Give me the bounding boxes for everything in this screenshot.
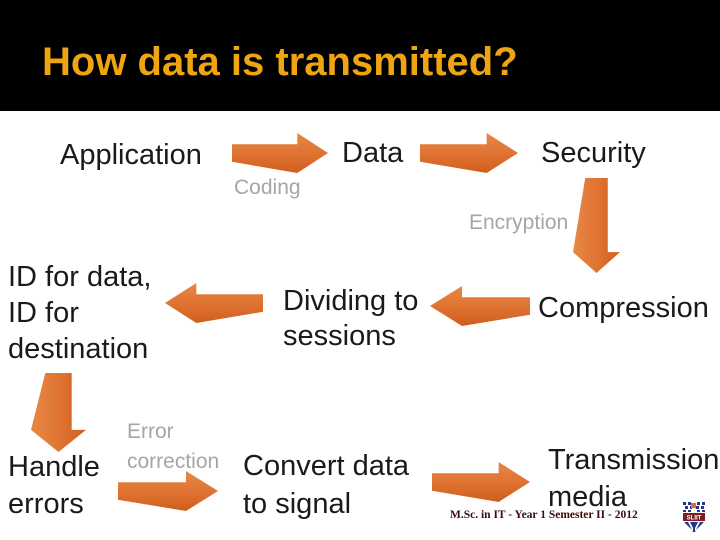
arrow-security-to-compression-icon xyxy=(573,178,620,273)
label-encryption: Encryption xyxy=(469,211,569,234)
step-application: Application xyxy=(60,139,202,171)
arrow-handle-to-convert-icon xyxy=(118,471,218,511)
step-compression: Compression xyxy=(538,292,709,324)
arrow-data-to-security-icon xyxy=(420,133,518,173)
arrow-application-to-data-icon xyxy=(232,133,328,173)
sliit-crest-logo-icon: SLIIT xyxy=(682,501,706,533)
label-coding: Coding xyxy=(234,176,301,199)
step-handle-errors: Handle errors xyxy=(8,451,100,520)
step-dividing-to-sessions: Dividing to sessions xyxy=(283,285,419,352)
arrow-convert-to-transmission-icon xyxy=(432,462,530,502)
slide-title: How data is transmitted? xyxy=(42,40,518,84)
arrow-compression-to-dividing-icon xyxy=(430,286,530,326)
step-convert-data: Convert data to signal xyxy=(243,450,410,520)
step-data: Data xyxy=(342,137,404,169)
label-error-correction: Error correction xyxy=(127,420,220,473)
step-security: Security xyxy=(541,137,646,169)
arrow-id-to-handle-errors-icon xyxy=(31,373,86,452)
step-id-for-data: ID for data, ID for destination xyxy=(8,261,152,365)
footer-course-label: M.Sc. in IT - Year 1 Semester II - 2012 xyxy=(450,509,638,521)
title-band: How data is transmitted? xyxy=(0,0,720,111)
arrow-dividing-to-id-icon xyxy=(165,283,263,323)
svg-text:SLIIT: SLIIT xyxy=(687,516,702,522)
step-transmission-media: Transmission media xyxy=(548,444,720,513)
